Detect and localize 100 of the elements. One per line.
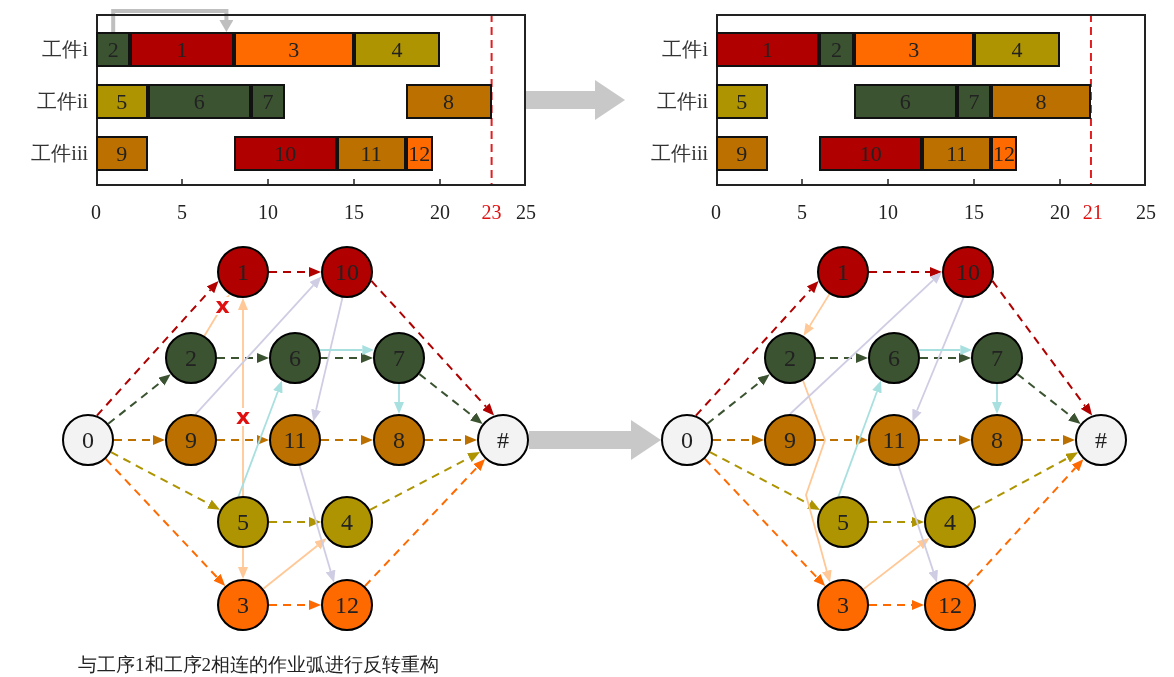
event-circle: 3 [817, 579, 869, 631]
event-circle: 9 [764, 414, 816, 466]
tick-label: 10 [258, 200, 278, 224]
event-circle: 1 [217, 246, 269, 298]
arrow [238, 547, 248, 579]
operation-bar: 8 [405, 84, 492, 119]
tick-label: 5 [797, 200, 807, 224]
operation-bar: 4 [974, 32, 1060, 67]
tick-label: 20 [1050, 200, 1070, 224]
tick-label: 15 [344, 200, 364, 224]
tick-label: 21 [1082, 200, 1103, 224]
tick-label: 25 [1136, 200, 1156, 224]
arrow [318, 345, 375, 355]
arrow [95, 280, 219, 417]
operation-bar: 11 [336, 136, 406, 171]
arrow [268, 267, 321, 277]
arrow [369, 452, 480, 511]
edge-label: x [214, 296, 231, 315]
arrow [370, 279, 495, 416]
arrow [363, 458, 486, 588]
arrow [262, 538, 327, 590]
event-circle: 11 [868, 414, 920, 466]
move-arrow [111, 9, 234, 32]
operation-bar: 4 [354, 32, 440, 67]
event-circle: 0 [661, 414, 713, 466]
arrow [418, 373, 483, 424]
arrow [991, 279, 1093, 416]
operation-bar: 12 [991, 136, 1017, 171]
event-circle: 9 [165, 414, 217, 466]
tick-label: 25 [516, 200, 536, 224]
caption: 与工序1和工序2相连的作业弧进行反转重构 [78, 653, 439, 677]
arrow [868, 600, 924, 610]
arrow [216, 435, 269, 445]
operation-bar: 1 [130, 32, 234, 67]
arrow [966, 459, 1084, 587]
event-circle: 11 [269, 414, 321, 466]
arrow [917, 345, 973, 355]
arrow [268, 600, 321, 610]
arrow [992, 383, 1002, 414]
arrow [424, 435, 477, 445]
arrow [868, 517, 924, 527]
arrow [789, 272, 942, 415]
tick-label: 5 [177, 200, 187, 224]
operation-bar: 10 [233, 136, 337, 171]
arrow [912, 296, 965, 422]
arrow [298, 464, 336, 583]
event-circle: 8 [373, 414, 425, 466]
tick-label: 10 [878, 200, 898, 224]
tick-label: 0 [711, 200, 721, 224]
operation-bar: 9 [716, 136, 768, 171]
tick-label: 15 [964, 200, 984, 224]
arrow [311, 296, 344, 422]
operation-bar: 3 [853, 32, 974, 67]
arrow [706, 374, 770, 425]
operation-bar: 1 [716, 32, 820, 67]
event-circle: 4 [924, 496, 976, 548]
arrow [712, 435, 764, 445]
event-circle: 0 [62, 414, 114, 466]
tick-label: 0 [91, 200, 101, 224]
event-circle: 12 [924, 579, 976, 631]
arrow [238, 298, 248, 497]
arrow [709, 451, 820, 510]
arrow [703, 457, 826, 587]
arrow [107, 374, 171, 425]
arrow [320, 435, 373, 445]
tick-label: 20 [430, 200, 450, 224]
event-circle: 4 [321, 496, 373, 548]
arrow [803, 293, 831, 336]
arrow [104, 458, 226, 587]
arrow [194, 276, 322, 416]
arrow [1022, 435, 1075, 445]
arrow [694, 280, 819, 417]
event-circle: 10 [942, 246, 994, 298]
arrow [216, 353, 269, 363]
arrow [268, 517, 321, 527]
event-circle: 5 [817, 496, 869, 548]
operation-bar: 11 [922, 136, 992, 171]
arrow [815, 435, 868, 445]
event-circle: # [1075, 414, 1127, 466]
row-label: 工件ii [656, 89, 708, 114]
arrow [802, 379, 832, 583]
arrow [868, 267, 942, 277]
arrow [919, 435, 971, 445]
event-circle: 1 [817, 246, 869, 298]
row-label: 工件iii [651, 141, 708, 166]
operation-bar: 3 [233, 32, 354, 67]
arrow [897, 464, 938, 583]
edge-label: x [234, 407, 252, 426]
arrow [1016, 373, 1081, 424]
event-circle: 10 [321, 246, 373, 298]
arrow [815, 353, 868, 363]
event-circle: 8 [971, 414, 1023, 466]
row-label: 工件i [42, 37, 88, 62]
arrow [394, 383, 404, 414]
operation-bar: 5 [96, 84, 148, 119]
arrow [113, 435, 165, 445]
event-circle: 3 [217, 579, 269, 631]
arrow [919, 353, 971, 363]
tick-label: 23 [481, 200, 502, 224]
arrow [320, 353, 373, 363]
